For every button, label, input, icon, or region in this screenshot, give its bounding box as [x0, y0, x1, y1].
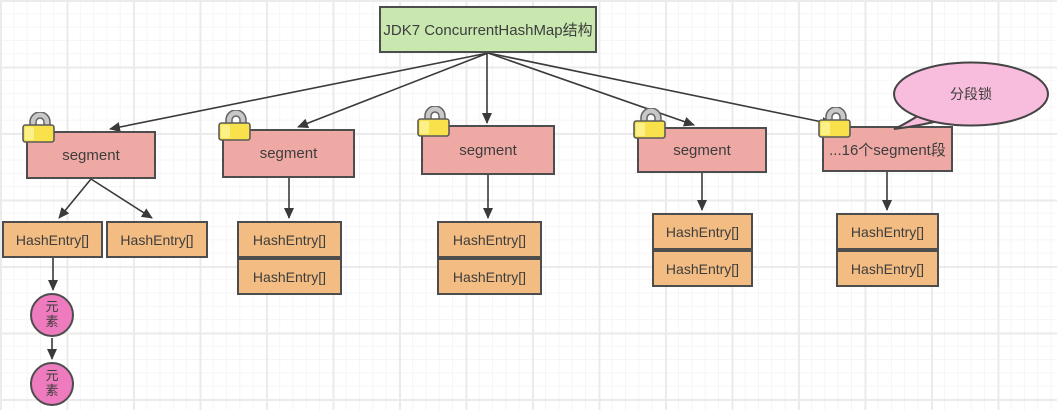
segment-label: segment [459, 141, 517, 159]
segment-label: segment [673, 141, 731, 159]
hash-entry-node: HashEntry[] [237, 258, 342, 295]
hash-entry-node: HashEntry[] [237, 221, 342, 258]
element-label: 元素 [45, 368, 59, 398]
lock-icon [22, 112, 55, 143]
element-node: 元素 [30, 362, 74, 406]
hash-entry-node: HashEntry[] [2, 221, 103, 258]
title-label: JDK7 ConcurrentHashMap结构 [383, 22, 593, 39]
lock-icon [818, 107, 851, 138]
title-node: JDK7 ConcurrentHashMap结构 [379, 6, 597, 53]
hash-entry-node: HashEntry[] [652, 250, 753, 287]
hash-entry-node: HashEntry[] [836, 250, 939, 287]
segment-label: segment [62, 146, 120, 164]
hash-entry-label: HashEntry[] [665, 223, 740, 240]
callout-label: 分段锁 [950, 86, 992, 102]
hash-entry-label: HashEntry[] [252, 231, 327, 248]
hash-entry-label: HashEntry[] [452, 268, 527, 285]
hash-entry-node: HashEntry[] [437, 221, 542, 258]
hash-entry-label: HashEntry[] [252, 268, 327, 285]
lock-icon [633, 108, 666, 139]
hash-entry-node: HashEntry[] [106, 221, 208, 258]
hash-entry-node: HashEntry[] [652, 213, 753, 250]
hash-entry-node: HashEntry[] [836, 213, 939, 250]
element-node: 元素 [30, 293, 74, 337]
hash-entry-label: HashEntry[] [452, 231, 527, 248]
segment-node-2: segment [222, 129, 355, 178]
hash-entry-label: HashEntry[] [665, 260, 740, 277]
hash-entry-label: HashEntry[] [850, 223, 925, 240]
element-label: 元素 [45, 299, 59, 329]
lock-icon [218, 110, 251, 141]
lock-icon [417, 106, 450, 137]
callout-bubble [893, 61, 1049, 130]
segment-label: ...16个segment段 [829, 141, 946, 159]
hash-entry-label: HashEntry[] [120, 231, 194, 248]
hash-entry-label: HashEntry[] [850, 260, 925, 277]
hash-entry-node: HashEntry[] [437, 258, 542, 295]
hash-entry-label: HashEntry[] [15, 231, 90, 248]
segment-label: segment [259, 145, 318, 162]
